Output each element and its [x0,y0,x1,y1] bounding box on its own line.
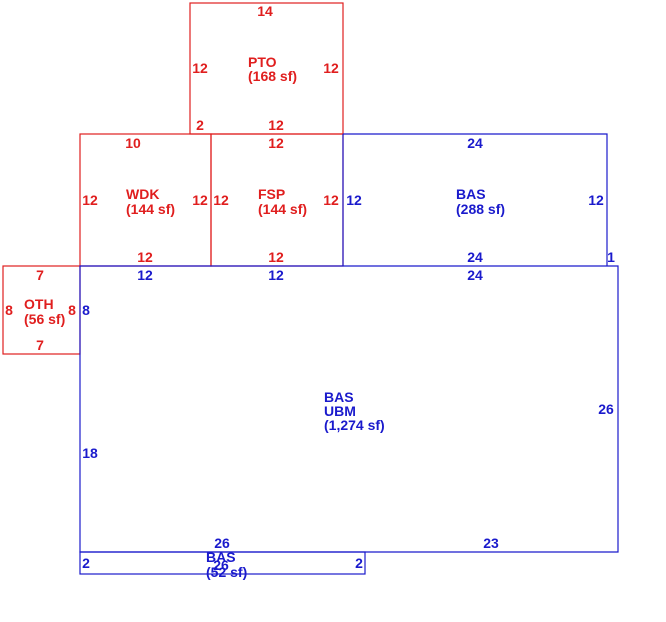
wdk-area: (144 sf) [126,201,175,217]
bas-main-area: (1,274 sf) [324,417,385,433]
fsp-bottom-dim: 12 [268,249,284,265]
fsp-code: FSP [258,186,285,202]
small-bottom-dim: 26 [213,557,229,573]
pto-code: PTO [248,54,277,70]
small-left-dim: 2 [82,555,90,571]
pto-right-dim: 12 [323,60,339,76]
fsp-top-dim: 12 [268,135,284,151]
pto-area: (168 sf) [248,68,297,84]
main-left-dim-b: 18 [82,445,98,461]
main-top-dim-c: 24 [467,267,483,283]
oth-right-dim: 8 [68,302,76,318]
pto-left-dim: 12 [192,60,208,76]
bas-upper-right-dim: 12 [588,192,604,208]
fsp-right-dim: 12 [323,192,339,208]
main-left-dim-a: 8 [82,302,90,318]
fsp-left-dim: 12 [213,192,229,208]
fsp-area: (144 sf) [258,201,307,217]
bas-upper-code: BAS [456,186,486,202]
bas-upper-bottom-dim: 24 [467,249,483,265]
pto-bottom-dim-a: 2 [196,117,204,133]
bas-small-outline [79,551,366,575]
oth-code: OTH [24,296,54,312]
wdk-bottom-dim: 12 [137,249,153,265]
wdk-top-dim: 10 [125,135,141,151]
wdk-right-dim: 12 [192,192,208,208]
main-top-dim-a: 12 [137,267,153,283]
oth-bottom-dim: 7 [36,337,44,353]
bas-upper-top-dim: 24 [467,135,483,151]
bas-small-area: (52 sf) [206,564,247,580]
wdk-left-dim: 12 [82,192,98,208]
oth-area: (56 sf) [24,311,65,327]
bas-upper-area: (288 sf) [456,201,505,217]
main-top-dim-b: 12 [268,267,284,283]
main-bottom-dim-b: 23 [483,535,499,551]
main-bottom-dim-a: 26 [214,535,230,551]
main-right-dim: 26 [598,401,614,417]
oth-top-dim: 7 [36,267,44,283]
bas-main-outline [79,265,619,553]
bas-upper-outline [343,133,608,266]
bas-small-code: BAS [206,549,236,565]
bas-main-code: BAS [324,389,354,405]
oth-left-dim: 8 [5,302,13,318]
small-right-dim: 2 [355,555,363,571]
bas-main-code2: UBM [324,403,356,419]
bas-upper-step-dim: 1 [607,249,615,265]
pto-top-dim: 14 [257,3,273,19]
pto-bottom-dim-b: 12 [268,117,284,133]
bas-upper-left-dim: 12 [346,192,362,208]
wdk-code: WDK [126,186,159,202]
